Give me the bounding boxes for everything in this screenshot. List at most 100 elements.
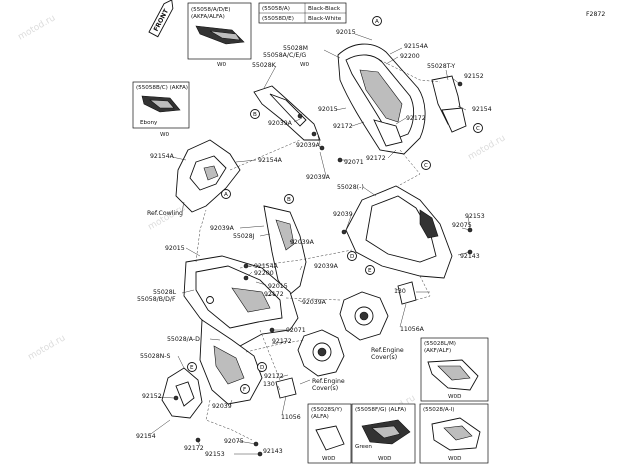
inset-55028-A-I: (55028/A-I) W0D [419, 403, 489, 464]
center-inner-55028J [263, 205, 307, 297]
engine-cover-upper [339, 291, 389, 341]
left-main-fairing-55028L [183, 255, 299, 347]
label-92172-g: 92172 [184, 445, 204, 452]
callout-letter: D [260, 365, 264, 371]
label-92200-b: 92200 [254, 270, 274, 277]
front-arrow-tag: FRONT [148, 0, 174, 38]
label-92152-a: 92152 [464, 73, 484, 80]
inset-br1-sub: (AKF/ALF) [424, 348, 451, 354]
callout-E-left: E [187, 362, 197, 372]
label-92172-d: 92172 [264, 291, 284, 298]
callout-letter: B [253, 112, 257, 118]
watermark-1: motod.ru [17, 13, 58, 42]
label-92143-a: 92143 [460, 253, 480, 260]
callout-C-mid: C [421, 160, 431, 170]
label-92153-a: 92153 [465, 213, 485, 220]
callout-A-top: A [372, 16, 382, 26]
label-92153-b: 92153 [205, 451, 225, 458]
color-name-1: Black-Black [308, 6, 341, 12]
label-92039A-d: 92039A [210, 225, 235, 232]
inset-bb2-color: Green [355, 444, 372, 450]
inset-bb1-codes: (55028S/Y) [311, 407, 342, 413]
label-92075-a: 92075 [452, 222, 472, 229]
label-ref-engine-b: Ref.Engine [312, 378, 345, 385]
label-92071-b: 92071 [286, 327, 306, 334]
callout-letter: A [224, 192, 228, 198]
callout-B-left: B [250, 109, 260, 119]
label-92075-b: 92075 [224, 438, 244, 445]
bracket-130-lower [275, 377, 297, 399]
label-130-a: 130 [394, 288, 406, 295]
inset-left-codes: (55058B/C) (AKFA) [136, 85, 188, 91]
label-92172-b: 92172 [406, 115, 426, 122]
callout-A-left: A [221, 189, 231, 199]
label-covers-b: Cover(s) [312, 385, 338, 392]
watermark-4: motod.ru [467, 133, 508, 162]
label-55028J: 55028J [233, 233, 255, 240]
label-92143-b: 92143 [263, 448, 283, 455]
label-92015-c: 92015 [165, 245, 185, 252]
callout-E-right: E [365, 265, 375, 275]
callout-D-right: D [347, 251, 357, 261]
engine-cover-lower [297, 329, 345, 377]
label-55028-dash: 55028(-) [337, 184, 364, 191]
label-92154-a: 92154 [472, 106, 492, 113]
callout-C-right: C [473, 123, 483, 133]
inset-br1-note: W0D [448, 394, 461, 400]
inset-55058F-G: (55058F/G) (ALFA) Green W0D [351, 403, 416, 464]
label-92015-a: 92015 [336, 29, 356, 36]
label-130-b: 130 [263, 381, 275, 388]
watermark-2: motod.ru [147, 203, 188, 232]
inset-top-note: W0 [217, 62, 227, 68]
callout-letter: A [375, 19, 379, 25]
inner-fairing-55028K [253, 85, 321, 141]
inset-left-variant: (55058B/C) (AKFA) Ebony W0 [132, 81, 190, 138]
label-92154A-c: 92154A [258, 157, 283, 164]
label-55028N-S: 55028N-S [140, 353, 171, 360]
label-92015-d: 92015 [268, 283, 288, 290]
callout-letter: B [287, 197, 291, 203]
label-ref-engine-a: Ref.Engine [371, 347, 404, 354]
label-92172-a: 92172 [333, 123, 353, 130]
inset-bb2-note: W0D [378, 456, 391, 462]
label-92039A-c: 92039A [306, 174, 331, 181]
label-11056A: 11056A [400, 326, 425, 333]
label-92071-a: 92071 [344, 159, 364, 166]
inset-bb2-codes: (55058F/G) (ALFA) [355, 407, 406, 413]
assembly-lines [195, 59, 441, 441]
label-92015-b: 92015 [318, 106, 338, 113]
label-covers-a: Cover(s) [371, 354, 397, 361]
label-92172-e: 92172 [272, 338, 292, 345]
lower-left-fairing [199, 319, 263, 405]
diagram-id: F2872 [586, 11, 605, 18]
callout-letter: C [424, 163, 428, 169]
inset-top-variant: (55058/A/D/E) (AKFA/ALFA) W0 [187, 2, 252, 68]
label-92172-f: 92172 [264, 373, 284, 380]
finish-note-top: W0 [300, 62, 310, 68]
label-11056: 11056 [281, 414, 301, 421]
leader-lines [147, 33, 471, 455]
left-inner-cover [175, 139, 241, 213]
label-55028K: 55028K [252, 62, 277, 69]
watermark-5: motod.ru [27, 333, 68, 362]
label-55028M: 55028M [283, 45, 308, 52]
part-labels: 92015 92154A 55028M 55058A/C/E/G 92200 5… [136, 29, 492, 458]
callout-D-left: D [257, 362, 267, 372]
callout-letter: C [476, 126, 480, 132]
label-92152-b: 92152 [142, 393, 162, 400]
label-55028T-Y: 55028T-Y [427, 63, 455, 70]
color-code-2: (55058D/E) [262, 16, 294, 22]
label-92154A-b: 92154A [150, 153, 175, 160]
callout-letter: D [350, 254, 354, 260]
label-92039-a: 92039 [333, 211, 353, 218]
label-92039-b: 92039 [212, 403, 232, 410]
label-ref-cowling: Ref.Cowling [147, 210, 183, 217]
label-55058-BDF: 55058/B/D/F [137, 296, 176, 303]
label-92039A-g: 92039A [302, 299, 327, 306]
inset-55028L-M: (55028L/M) (AKF/ALF) W0D [420, 337, 489, 402]
color-code-1: (55058/A) [262, 6, 290, 12]
under-cowl-55028N [161, 367, 203, 419]
color-name-2: Black-White [308, 16, 342, 22]
